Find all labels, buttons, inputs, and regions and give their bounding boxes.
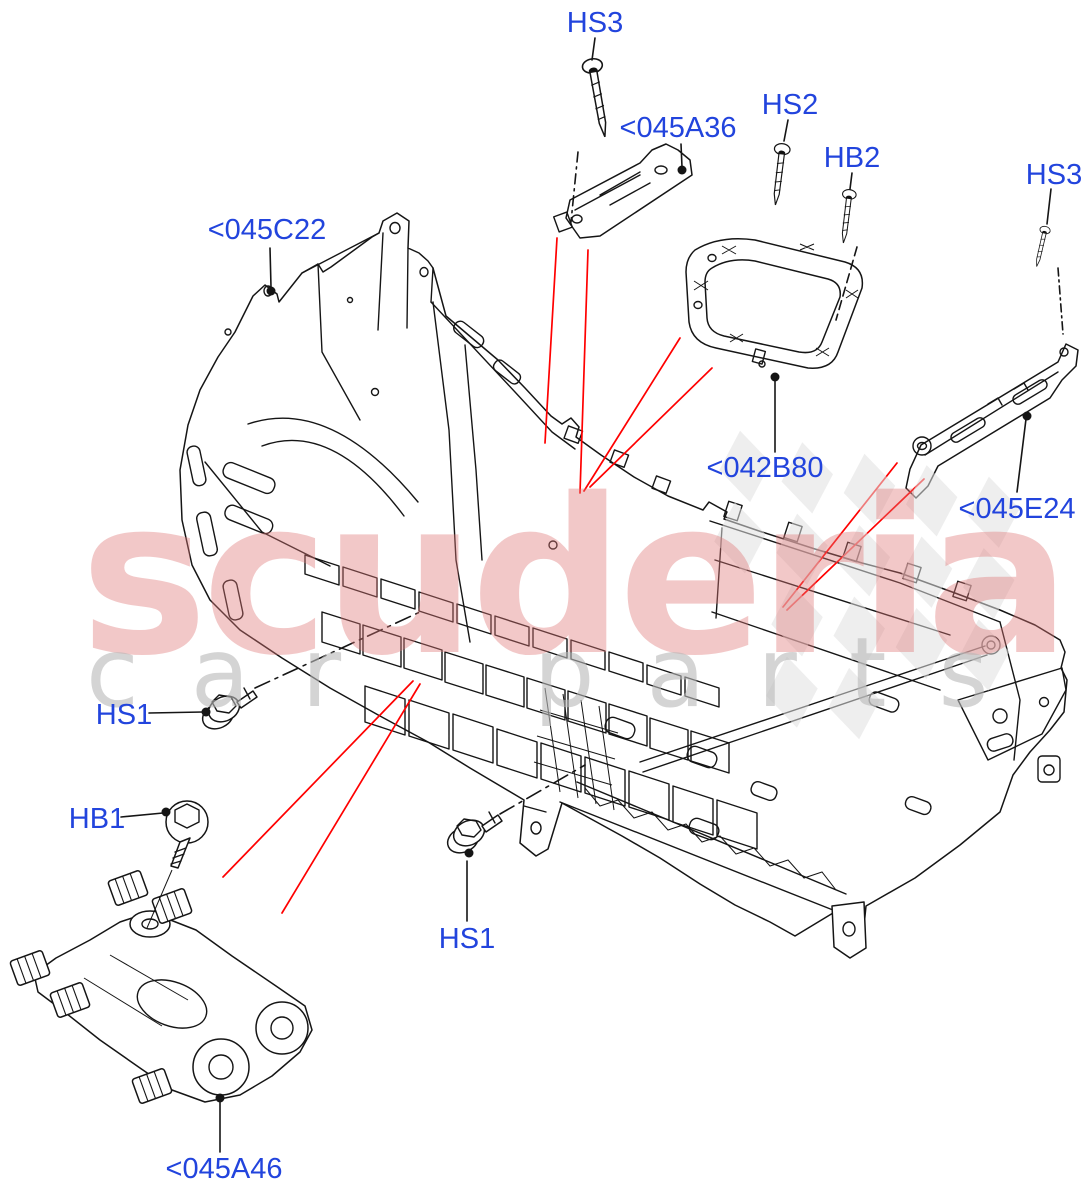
screw-hs3-right (1031, 224, 1052, 269)
bracket-045a36 (552, 143, 693, 239)
screw-hs3-top (580, 56, 616, 140)
label-hs3-right: HS3 (1026, 159, 1082, 191)
label-hb1: HB1 (69, 803, 125, 835)
label-042b80: <042B80 (707, 452, 824, 484)
watermark: scuderia car parts (80, 430, 1071, 740)
label-045a46: <045A46 (166, 1153, 283, 1185)
watermark-checker-pattern (714, 430, 1020, 740)
label-hs3-top: HS3 (567, 7, 623, 39)
bracket-045a46 (8, 869, 313, 1105)
label-hb2: HB2 (824, 142, 880, 174)
part-labels: HS3 <045A36 HS2 HB2 HS3 <045C22 <042B80 … (69, 7, 1082, 1185)
label-hs1-left: HS1 (96, 699, 152, 731)
leader-lines (120, 37, 1064, 1153)
label-045e24: <045E24 (959, 493, 1076, 525)
watermark-phrase: car parts (86, 617, 1040, 729)
frame-042b80 (685, 238, 864, 369)
bolt-hs1-left (201, 687, 258, 730)
label-hs2: HS2 (762, 89, 818, 121)
screw-hb2 (836, 188, 858, 245)
label-hs1-mid: HS1 (439, 923, 495, 955)
bolt-hb1 (146, 800, 209, 929)
label-045a36: <045A36 (620, 112, 737, 144)
watermark-word: scuderia (80, 452, 1065, 703)
console-structure-main (179, 212, 1068, 959)
screw-hs2 (767, 142, 792, 207)
label-045c22: <045C22 (208, 214, 327, 246)
